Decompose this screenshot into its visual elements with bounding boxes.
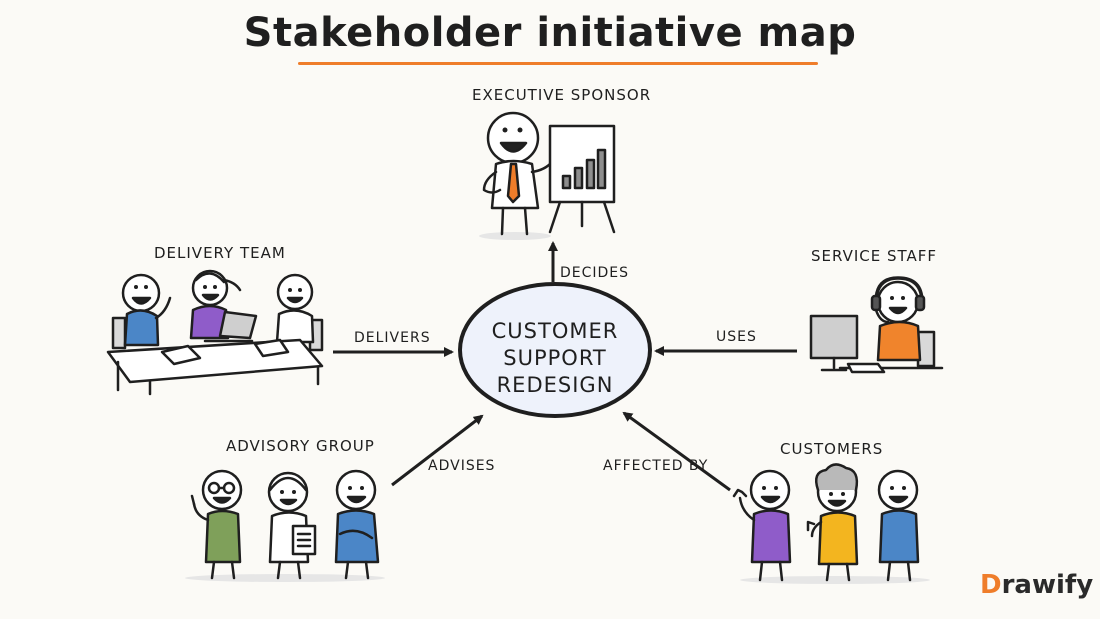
page-title: Stakeholder initiative map	[243, 10, 857, 56]
laptop-icon	[203, 310, 258, 343]
relation-decides-label: Decides	[560, 265, 630, 281]
arrow-affected-by	[622, 411, 731, 492]
center-node-label: Customer Support Redesign	[470, 318, 640, 399]
monitor-icon	[809, 314, 886, 374]
relation-delivers-label: Delivers	[354, 330, 431, 346]
relation-advises-label: Advises	[428, 458, 496, 474]
brand-logo-initial: D	[980, 570, 1002, 600]
delivery-team-illustration	[106, 269, 324, 396]
brand-logo: Drawify	[980, 570, 1093, 600]
center-node	[458, 282, 652, 418]
customers-label: Customers	[780, 440, 884, 458]
service-staff-label: Service Staff	[811, 247, 938, 265]
center-line-1: Customer	[491, 319, 619, 343]
center-line-3: Redesign	[496, 373, 614, 397]
relation-uses-label: Uses	[716, 329, 757, 345]
executive-sponsor-label: Executive Sponsor	[472, 86, 652, 104]
center-line-2: Support	[503, 346, 607, 370]
delivery-team-label: Delivery Team	[154, 244, 286, 262]
advisory-group-label: Advisory Group	[226, 437, 375, 455]
brand-logo-rest: rawify	[1001, 570, 1094, 600]
customers-illustration	[732, 463, 930, 584]
headset-icon	[870, 276, 926, 324]
advisory-group-illustration	[185, 469, 385, 582]
title-underline	[298, 62, 818, 65]
arrow-advises	[391, 414, 484, 487]
relation-affected-by-label: Affected by	[603, 458, 709, 474]
presentation-board-icon	[548, 124, 616, 234]
executive-sponsor-illustration	[479, 111, 616, 240]
service-staff-illustration	[809, 276, 944, 374]
